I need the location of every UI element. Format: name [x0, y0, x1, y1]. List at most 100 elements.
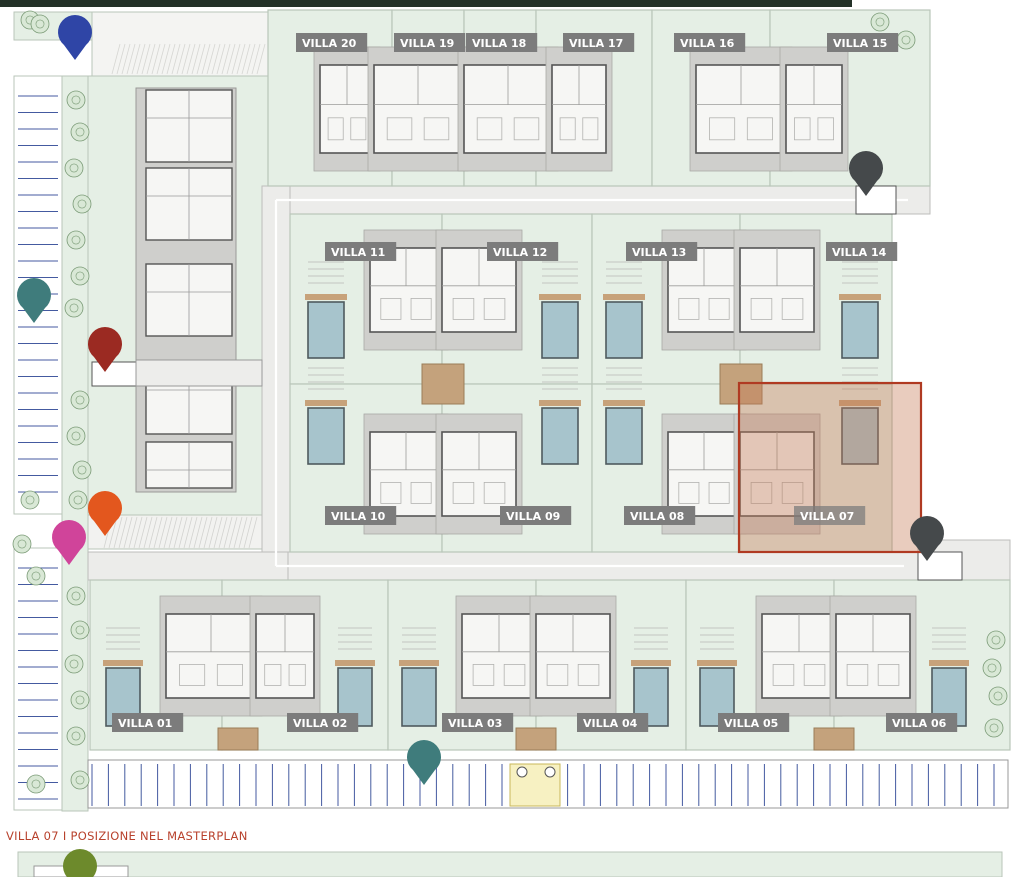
villa-label-villa-02: VILLA 02	[287, 713, 359, 732]
villa-label-bg	[826, 242, 898, 261]
villa-label-bg	[296, 33, 368, 52]
tree-icon	[70, 620, 90, 640]
map-pin-icon[interactable]	[57, 15, 92, 61]
villa-label-bg	[674, 33, 746, 52]
villa-label-bg	[325, 506, 397, 525]
tree-icon	[64, 298, 84, 318]
tree-icon	[26, 774, 46, 794]
map-pin-dark-right	[910, 516, 944, 561]
villa-11-pool-deck	[305, 294, 347, 300]
map-pin-icon[interactable]	[52, 520, 86, 565]
villa-label-bg	[886, 713, 958, 732]
tree-icon	[988, 686, 1008, 706]
villa-label-text: VILLA 16	[680, 37, 735, 50]
villa-label-villa-06: VILLA 06	[886, 713, 958, 732]
villa-label-bg	[112, 713, 184, 732]
villa-03-pool-deck	[399, 660, 439, 666]
map-pin-icon[interactable]	[910, 516, 944, 561]
villa-10-pool	[307, 407, 345, 465]
tree-icon	[986, 630, 1006, 650]
villa-label-bg	[287, 713, 359, 732]
map-pin-icon[interactable]	[17, 278, 51, 323]
villa-label-bg	[466, 33, 538, 52]
villa-label-text: VILLA 04	[583, 717, 638, 730]
markers-layer	[17, 15, 944, 877]
tree-icon	[20, 490, 40, 510]
villa-label-villa-18: VILLA 18	[466, 33, 538, 52]
villa-label-text: VILLA 17	[569, 37, 623, 50]
tree-icon	[66, 230, 86, 250]
tree-icon	[70, 122, 90, 142]
map-pin-dark-top	[849, 151, 883, 196]
villa-13-pool	[605, 301, 643, 359]
villa-09-pool	[541, 407, 579, 465]
villa-label-text: VILLA 05	[724, 717, 778, 730]
map-pin-red	[88, 327, 123, 372]
tree-icon	[66, 586, 86, 606]
buildings-layer	[91, 46, 963, 751]
tree-icon	[982, 658, 1002, 678]
wheelchair-icon	[516, 766, 528, 778]
bottom-lawn	[17, 851, 1003, 877]
wheelchair-icon	[544, 766, 556, 778]
villa-label-villa-14: VILLA 14	[826, 242, 898, 261]
map-pin-icon[interactable]	[88, 491, 123, 536]
map-pin-orange	[88, 491, 123, 536]
villa-label-text: VILLA 02	[293, 717, 347, 730]
villa-12-pool	[541, 301, 579, 359]
villa-label-bg	[626, 242, 698, 261]
tree-icon	[70, 390, 90, 410]
villa-01-pool-deck	[103, 660, 143, 666]
map-pin-teal-left	[17, 278, 51, 323]
villa-label-text: VILLA 09	[506, 510, 560, 523]
tree-icon	[984, 718, 1004, 738]
villa-label-villa-10: VILLA 10	[325, 506, 397, 525]
masterplan-caption: VILLA 07 I POSIZIONE NEL MASTERPLAN	[6, 829, 248, 843]
villa-label-villa-11: VILLA 11	[325, 242, 397, 261]
tree-icon	[66, 90, 86, 110]
villa-label-villa-07: VILLA 07	[794, 506, 866, 525]
trees-layer	[12, 10, 1008, 794]
tree-icon	[30, 14, 50, 34]
apartment-entrance	[91, 361, 137, 387]
tree-icon	[70, 690, 90, 710]
villa-11-pool	[307, 301, 345, 359]
tree-icon	[70, 266, 90, 286]
courtyard-paving	[421, 363, 465, 405]
left-lower-parking-ground	[13, 547, 63, 811]
villa-09-pool-deck	[539, 400, 581, 406]
villa-label-villa-09: VILLA 09	[500, 506, 572, 525]
villa-label-bg	[827, 33, 899, 52]
villa-12-pool-deck	[539, 294, 581, 300]
courtyard-paving	[515, 727, 557, 751]
tree-icon	[896, 30, 916, 50]
villa-08-pool	[605, 407, 643, 465]
tree-icon	[70, 770, 90, 790]
villa-14-pool-deck	[839, 294, 881, 300]
villa-03-pool	[401, 667, 437, 727]
villa-label-text: VILLA 13	[632, 246, 686, 259]
courtyard-paving	[217, 727, 259, 751]
map-pin-icon[interactable]	[63, 849, 97, 877]
villa-label-text: VILLA 01	[118, 717, 172, 730]
villa-label-bg	[487, 242, 559, 261]
hatched-top-area	[91, 11, 269, 77]
villa-label-text: VILLA 08	[630, 510, 684, 523]
map-pin-icon[interactable]	[88, 327, 123, 372]
villa-label-bg	[577, 713, 649, 732]
villa-13-pool-deck	[603, 294, 645, 300]
villa-07-pool-deck	[839, 400, 881, 406]
highlight-villa-07	[737, 381, 923, 554]
villa-label-bg	[563, 33, 635, 52]
road-centre-line	[274, 198, 908, 568]
tree-icon	[26, 566, 46, 586]
villa-label-text: VILLA 15	[833, 37, 887, 50]
map-pin-icon[interactable]	[849, 151, 883, 196]
villa-label-villa-17: VILLA 17	[563, 33, 635, 52]
villa-08-pool-deck	[603, 400, 645, 406]
villa-07-pool	[841, 407, 879, 465]
apartment-bridge	[135, 359, 263, 387]
map-pin-teal-bottom	[407, 740, 441, 785]
map-pin-icon[interactable]	[407, 740, 441, 785]
